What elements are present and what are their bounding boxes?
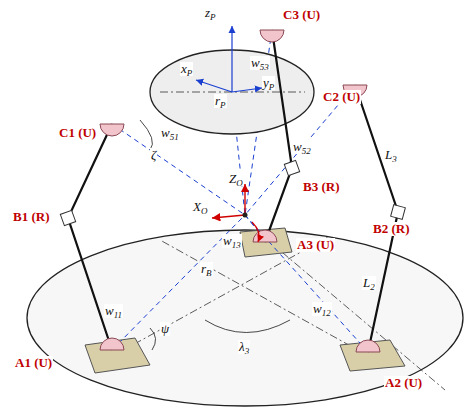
joint-label: C3 (U)	[282, 8, 321, 22]
symbol-label: ψ	[160, 322, 170, 336]
symbol-label: yP	[262, 76, 275, 90]
symbol-label: w12	[312, 302, 332, 316]
joint-label: C2 (U)	[322, 90, 361, 104]
symbol-label: rB	[200, 262, 213, 276]
joint-label: A2 (U)	[384, 376, 423, 390]
symbol-label: ζ	[150, 148, 157, 162]
joint-label: C1 (U)	[58, 126, 97, 140]
symbol-label: XO	[192, 200, 208, 214]
symbol-label: xP	[180, 62, 193, 76]
symbol-label: rP	[214, 94, 227, 108]
symbol-label: L3	[384, 148, 398, 162]
joint-label: A1 (U)	[14, 356, 53, 370]
joint-label: B2 (R)	[372, 222, 410, 236]
symbol-label: w51	[160, 126, 180, 140]
joint-label: B3 (R)	[302, 180, 340, 194]
symbol-label: w13	[222, 234, 242, 248]
symbol-label: w11	[104, 304, 123, 318]
symbol-label: ZO	[228, 172, 244, 186]
symbol-label: w53	[250, 56, 270, 70]
symbol-label: w52	[292, 140, 312, 154]
joint-label: A3 (U)	[296, 238, 335, 252]
symbol-label: L2	[362, 276, 376, 290]
joint-label: B1 (R)	[12, 210, 50, 224]
symbol-label: zP	[204, 6, 217, 20]
symbol-label: λ3	[238, 340, 250, 354]
